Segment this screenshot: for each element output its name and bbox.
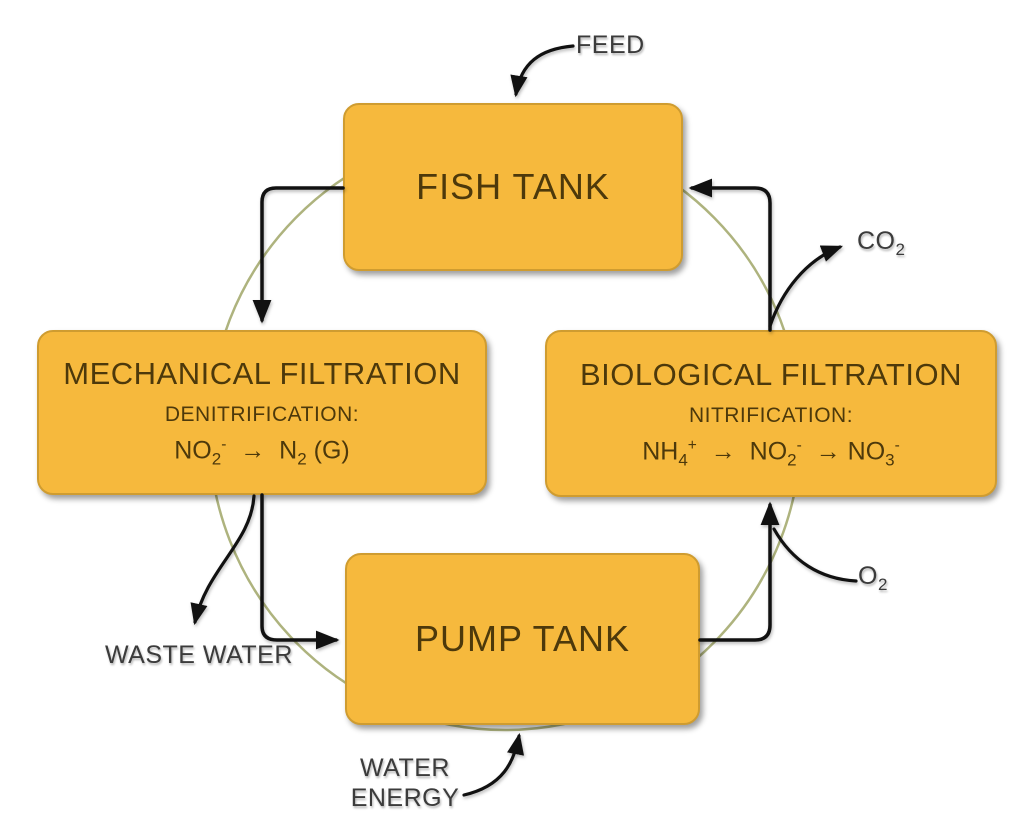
co2-label: CO2 (857, 227, 906, 259)
node-pump-tank: PUMP TANK (345, 553, 700, 725)
mechanical-filtration-title: MECHANICAL FILTRATION (63, 355, 461, 391)
arrow-biological-to-fish (688, 178, 772, 332)
line-o2-input (772, 527, 858, 583)
arrow-fish-to-mechanical (252, 186, 345, 324)
biological-filtration-title: BIOLOGICAL FILTRATION (580, 356, 962, 392)
o2-label: O2 (858, 562, 888, 594)
fish-tank-title: FISH TANK (416, 166, 610, 207)
node-mechanical-filtration: MECHANICAL FILTRATION DENITRIFICATION: N… (37, 330, 487, 495)
water-energy-label: WATER ENERGY (350, 754, 460, 812)
node-fish-tank: FISH TANK (343, 103, 683, 271)
arrow-pump-to-biological (698, 501, 780, 642)
waste-water-label: WASTE WATER (105, 641, 293, 669)
arrow-mechanical-to-pump (260, 493, 340, 650)
pump-tank-title: PUMP TANK (414, 618, 631, 659)
nitrification-formula: NH4+ → NO2- → NO3- (642, 436, 900, 470)
denitrification-formula: NO2- → N2 (G) (174, 435, 350, 469)
arrow-waste-water-output (190, 494, 256, 626)
feed-label: FEED (576, 31, 645, 59)
nitrification-subtitle: NITRIFICATION: (688, 403, 854, 427)
denitrification-subtitle: DENITRIFICATION: (164, 402, 360, 426)
node-biological-filtration: BIOLOGICAL FILTRATION NITRIFICATION: NH4… (545, 330, 997, 497)
arrow-feed-input (510, 44, 575, 98)
arrow-co2-output (768, 245, 844, 328)
